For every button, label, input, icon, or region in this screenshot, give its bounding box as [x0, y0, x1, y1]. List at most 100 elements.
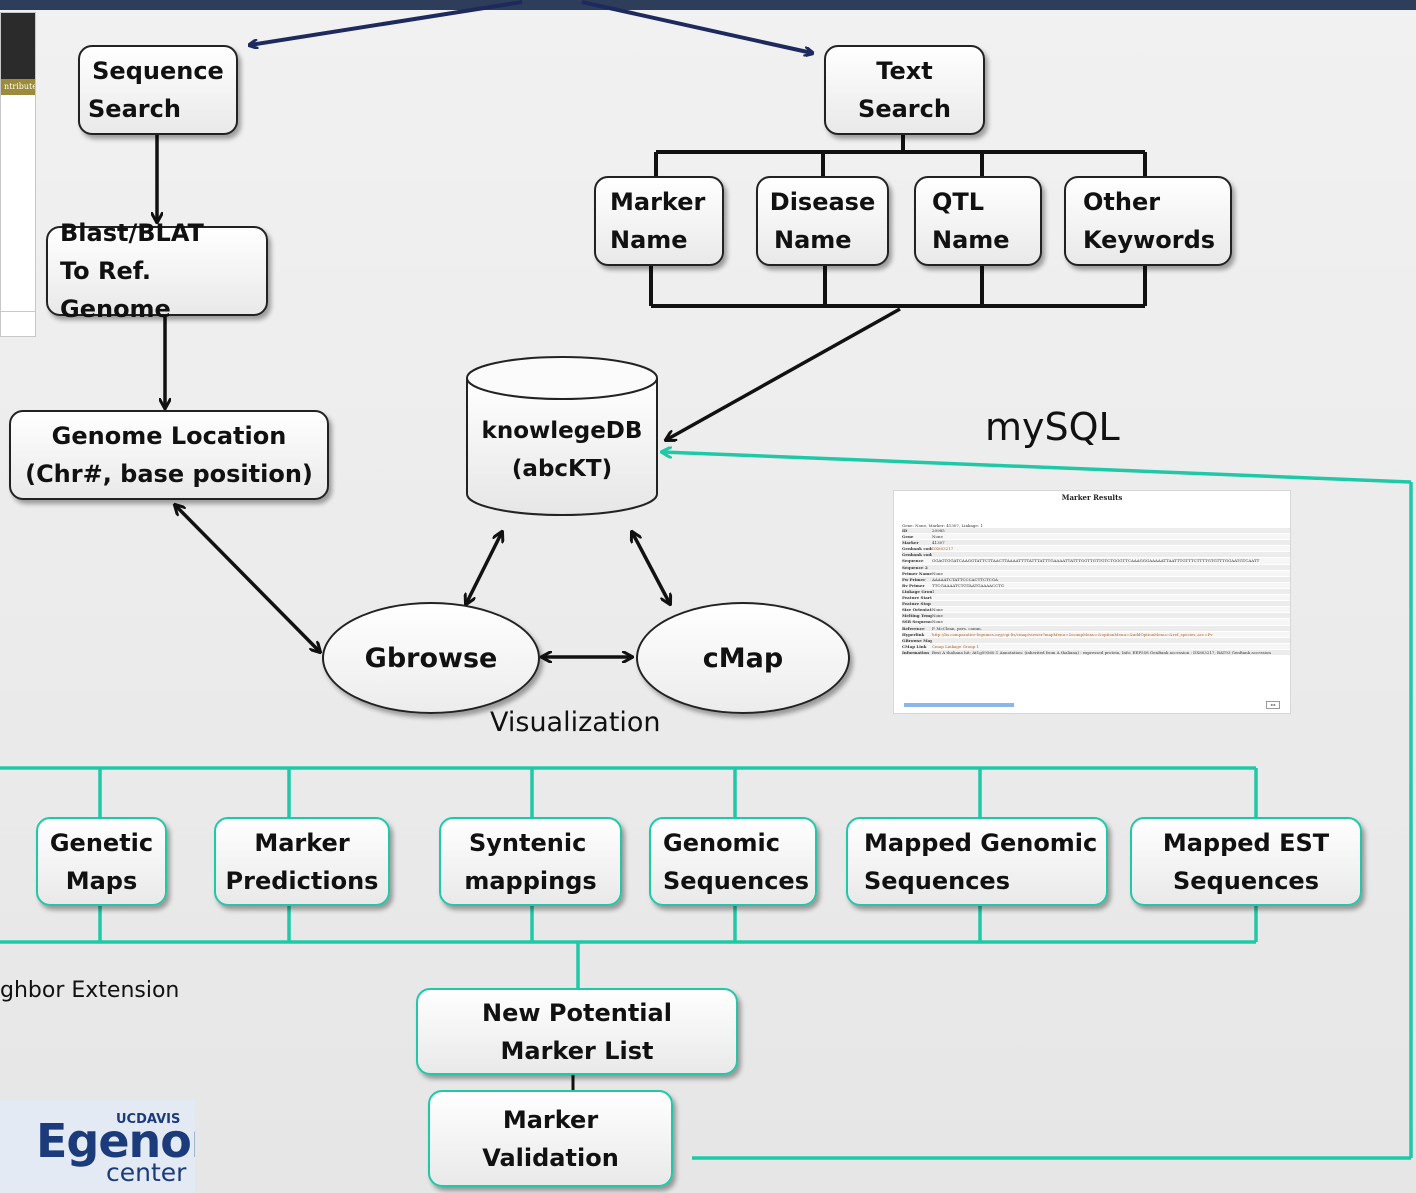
other-keywords-line-1: Other [1083, 188, 1161, 216]
arrow-to-text-search [581, 0, 812, 53]
mapped-est-line-1: Mapped EST [1162, 828, 1330, 857]
teal-arrow-to-db [662, 452, 1412, 484]
text-search-box: Text Search [824, 45, 985, 135]
neighbor-extension-label: ghbor Extension [0, 978, 180, 1003]
thumbnail-row: Size OrientationNone [902, 607, 1290, 614]
marker-predictions-box: Marker Predictions [214, 817, 390, 906]
database-cylinder [466, 356, 658, 516]
thumbnail-scroll-arrows[interactable]: ◂ ▸ [1266, 701, 1280, 709]
cmap-node: cMap [636, 602, 850, 714]
thumbnail-title: Marker Results [1061, 493, 1123, 502]
qtl-name-line-1: QTL [932, 188, 985, 216]
thumbnail-scrollbar[interactable] [904, 703, 1014, 707]
text-search-line-1: Text [876, 57, 933, 85]
marker-name-line-2: Name [610, 226, 688, 254]
disease-name-box: Disease Name [756, 176, 889, 266]
left-screenshot-fragment: ntribute [0, 12, 36, 337]
marker-validation-box: Marker Validation [428, 1090, 673, 1187]
thumbnail-row: Genbank code 2 [902, 552, 1290, 559]
fragment-header [1, 13, 35, 79]
logo-ucdavis-text: UCDAVIS [116, 1112, 181, 1127]
genomic-sequences-line-2: Sequences [663, 866, 809, 895]
marker-name-line-1: Marker [610, 188, 706, 216]
logo-genome-text: Egenome [36, 1114, 195, 1168]
thumbnail-row: Sequence 2 [902, 564, 1290, 571]
teal-bus [0, 766, 1258, 988]
text-search-tree [649, 135, 1147, 308]
text-search-line-2: Search [858, 95, 951, 123]
arrow-to-sequence-search [250, 0, 523, 45]
uc-davis-genome-center-logo: UCDAVIS Egenome center [0, 1100, 195, 1193]
genome-location-box: Genome Location (Chr#, base position) [9, 410, 329, 500]
syntenic-mappings-box: Syntenic mappings [439, 817, 622, 906]
genome-location-line-2: (Chr#, base position) [25, 460, 313, 488]
thumbnail-row: Feature Stop (cM) [902, 601, 1290, 608]
arrow-location-gbrowse [175, 505, 320, 652]
genome-location-line-1: Genome Location [51, 422, 287, 450]
new-potential-line-2: Marker List [500, 1036, 654, 1065]
top-title-bar [0, 0, 1416, 10]
marker-name-box: Marker Name [594, 176, 724, 266]
thumbnail-summary: Gene: None, Marker: 41307, Linkage: 1 [902, 523, 983, 528]
thumbnail-row: GBrowse Mappings [902, 637, 1290, 644]
knowledge-db-line-2: (abcKT) [511, 456, 613, 482]
blast-blat-line-2: To Ref. Genome [60, 257, 171, 323]
gbrowse-node: Gbrowse [322, 602, 540, 714]
genetic-maps-line-2: Maps [65, 866, 138, 895]
genetic-maps-line-1: Genetic [49, 828, 154, 857]
blast-blat-box: Blast/BLAT To Ref. Genome [46, 219, 268, 323]
marker-predictions-line-1: Marker [254, 828, 350, 857]
sequence-search-line-2: Search [88, 95, 181, 123]
marker-validation-line-1: Marker [502, 1105, 599, 1134]
new-potential-marker-list-box: New Potential Marker List [416, 988, 738, 1075]
disease-name-line-2: Name [774, 226, 852, 254]
cmap-link[interactable]: Cmap Linkage Group 1 [932, 643, 980, 649]
marker-validation-line-2: Validation [482, 1143, 619, 1172]
knowledge-db-line-1: knowlegeDB [481, 418, 643, 444]
genbank-link[interactable]: DX803217 [932, 546, 954, 552]
qtl-name-box: QTL Name [914, 176, 1042, 266]
syntenic-mappings-line-1: Syntenic [469, 828, 587, 857]
arrow-db-gbrowse [466, 532, 502, 604]
sequence-search-box: Sequence Search [78, 45, 238, 135]
sequence-search-line-1: Sequence [92, 57, 224, 85]
mapped-est-line-2: Sequences [1173, 866, 1319, 895]
mapped-genomic-line-2: Sequences [864, 866, 1010, 895]
marker-predictions-line-2: Predictions [225, 866, 379, 895]
marker-results-thumbnail: Marker Results Gene: None, Marker: 41307… [893, 490, 1291, 714]
hyperlink-link[interactable]: http://lis.comparative-legumes.org/cgi-l… [932, 631, 1213, 637]
arrow-keywords-to-db [666, 307, 901, 440]
visualization-label: Visualization [490, 707, 661, 738]
new-potential-line-1: New Potential [482, 998, 672, 1027]
genomic-sequences-line-1: Genomic [663, 828, 781, 857]
mapped-genomic-sequences-box: Mapped Genomic Sequences [846, 817, 1108, 906]
mapped-est-sequences-box: Mapped EST Sequences [1130, 817, 1362, 906]
disease-name-line-1: Disease [769, 188, 876, 216]
arrow-db-cmap [632, 532, 670, 604]
blast-blat-line-1: Blast/BLAT [60, 219, 204, 247]
mysql-label: mySQL [985, 405, 1120, 449]
teal-feedback-loop [692, 482, 1413, 1160]
other-keywords-line-2: Keywords [1083, 226, 1216, 254]
genetic-maps-box: Genetic Maps [36, 817, 167, 906]
knowledge-db-label: knowlegeDB (abcKT) [464, 412, 660, 488]
qtl-name-line-2: Name [932, 226, 1010, 254]
logo-center-text: center [106, 1158, 187, 1187]
syntenic-mappings-line-2: mappings [464, 866, 597, 895]
